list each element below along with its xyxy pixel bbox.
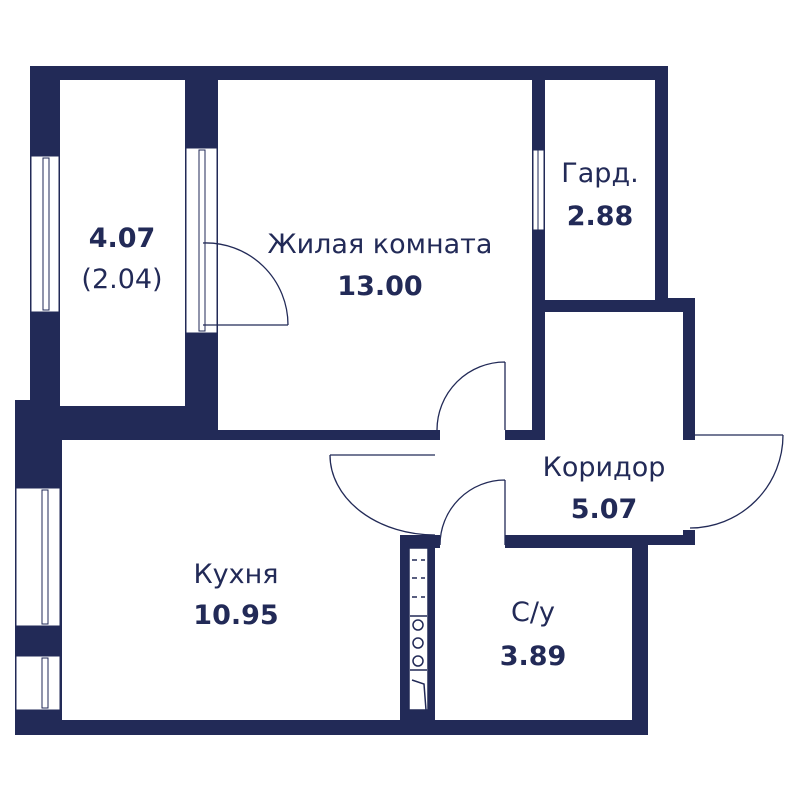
wardrobe-name: Гард. [561,158,639,189]
bathroom-floor [435,548,632,720]
room-floors [60,80,697,720]
kitchen-area: 10.95 [193,600,279,631]
wardrobe-area: 2.88 [566,201,634,232]
balcony-reduced-area: (2.04) [81,264,163,295]
entrance-door [689,434,784,529]
windows [15,147,545,711]
kitchen-door [329,454,436,536]
doors [202,242,784,546]
ventilation-shaft [408,547,429,711]
kitchen-floor-2 [62,535,400,720]
corridor-area: 5.07 [570,494,638,525]
bathroom-area: 3.89 [499,641,567,672]
entrance-opening [683,440,697,530]
living-door-opening [440,428,505,442]
living-room-area: 13.00 [337,271,423,302]
wardrobe-floor [545,80,655,300]
kitchen-floor [62,440,505,535]
bathroom-door-opening [440,533,505,550]
corridor-floor-2 [505,440,683,535]
living-window [185,147,218,334]
living-floor [218,80,532,430]
living-room-name: Жилая комната [267,229,493,260]
corridor-floor [545,312,683,442]
bathroom-name: С/у [511,597,555,628]
kitchen-name: Кухня [193,559,279,590]
balcony-area: 4.07 [88,223,156,254]
kitchen-window-2 [15,655,61,711]
balcony-floor [60,80,185,406]
living-balcony-door [202,242,289,326]
kitchen-window-1 [15,487,61,627]
wardrobe-door [532,149,545,231]
corridor-name: Коридор [542,452,666,483]
living-door [436,361,506,431]
bathroom-door [439,479,506,546]
balcony-window [30,155,60,313]
